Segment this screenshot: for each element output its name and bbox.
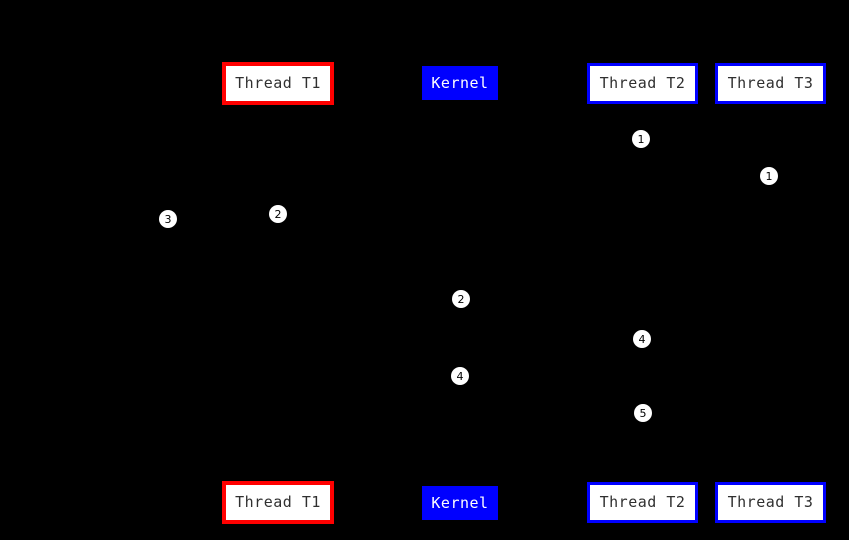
- message-arrow: [278, 299, 461, 300]
- participant-kernel-top[interactable]: Kernel: [422, 66, 498, 100]
- message-arrow: [278, 139, 642, 140]
- step-number-badge: 1: [632, 130, 650, 148]
- participant-label: Kernel: [431, 73, 489, 92]
- step-number-badge: 3: [159, 210, 177, 228]
- participant-thread-t3-bottom[interactable]: Thread T3: [715, 482, 826, 523]
- lifeline-t3: [770, 104, 771, 482]
- participant-label: Thread T2: [599, 74, 686, 92]
- participant-label: Thread T3: [727, 74, 814, 92]
- participant-label: Thread T2: [599, 493, 686, 511]
- message-arrow: [461, 339, 642, 340]
- participant-label: Thread T1: [235, 74, 321, 92]
- lifeline-t1: [278, 105, 279, 481]
- step-number-badge: 5: [634, 404, 652, 422]
- participant-thread-t1-top[interactable]: Thread T1: [222, 62, 334, 105]
- step-number-badge: 2: [269, 205, 287, 223]
- participant-thread-t3-top[interactable]: Thread T3: [715, 63, 826, 104]
- message-arrow: [460, 376, 642, 377]
- message-arrow: [278, 176, 770, 177]
- participant-thread-t1-bottom[interactable]: Thread T1: [222, 481, 334, 524]
- message-arrow: [460, 413, 643, 414]
- step-number-badge: 2: [452, 290, 470, 308]
- lifeline-t2: [642, 104, 643, 482]
- message-arrow: [168, 219, 278, 220]
- participant-thread-t2-bottom[interactable]: Thread T2: [587, 482, 698, 523]
- participant-label: Thread T3: [727, 493, 814, 511]
- participant-label: Thread T1: [235, 493, 321, 511]
- participant-label: Kernel: [431, 493, 489, 512]
- participant-kernel-bottom[interactable]: Kernel: [422, 486, 498, 520]
- step-number-badge: 1: [760, 167, 778, 185]
- step-number-badge: 4: [451, 367, 469, 385]
- participant-thread-t2-top[interactable]: Thread T2: [587, 63, 698, 104]
- step-number-badge: 4: [633, 330, 651, 348]
